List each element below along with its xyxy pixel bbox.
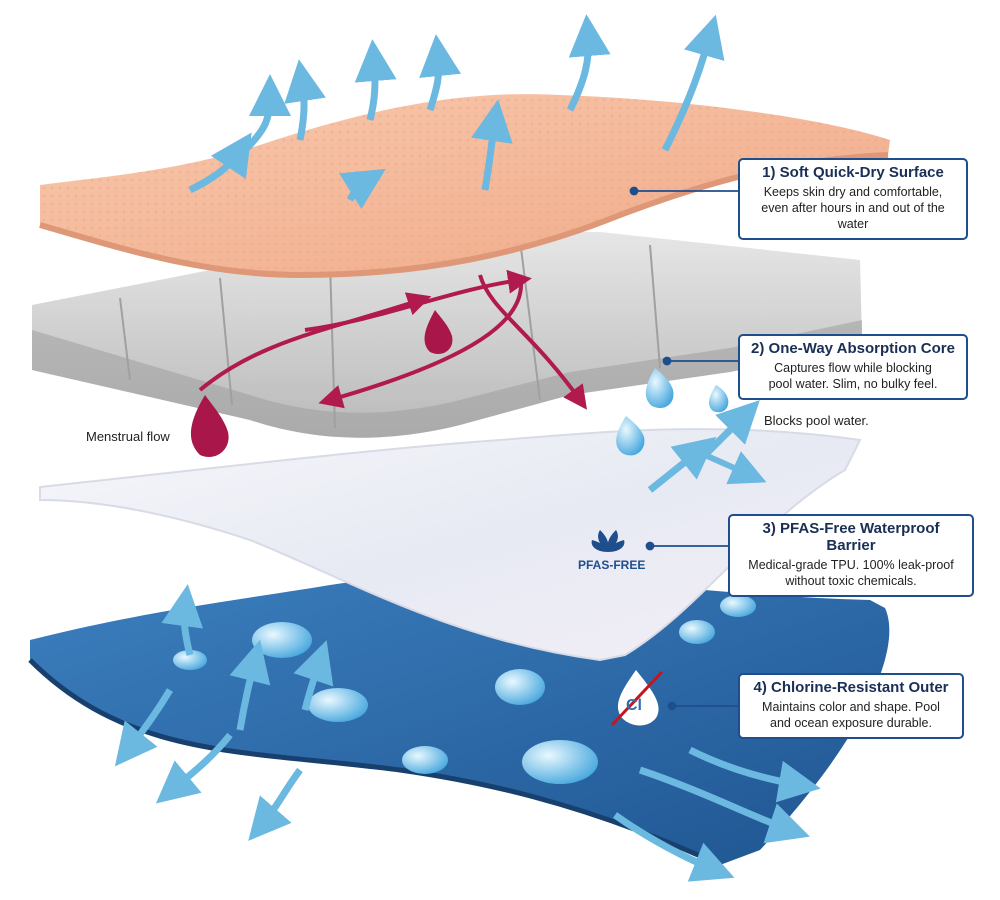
callout-desc-line: and ocean exposure durable. <box>770 716 932 730</box>
callout-title: 3) PFAS-Free Waterproof Barrier <box>762 520 940 554</box>
airflow-arrow-icon <box>188 14 725 209</box>
surface-mesh <box>40 94 890 275</box>
callout-waterproof-barrier: 3) PFAS-Free Waterproof Barrier Medical-… <box>728 514 974 597</box>
core-layer-front <box>32 320 862 438</box>
flow-drop <box>424 310 453 355</box>
callout-desc-line: even after hours in and out of the water <box>761 201 945 231</box>
callout-soft-surface: 1) Soft Quick-Dry Surface Keeps skin dry… <box>738 158 968 240</box>
callout-title: 2) One-Way Absorption Core <box>751 340 955 357</box>
callout-desc-line: Medical-grade TPU. 100% leak-proof <box>748 558 954 572</box>
callout-desc-line: pool water. Slim, no bulky feel. <box>768 377 938 391</box>
leader-lines <box>629 186 738 711</box>
water-drop-icon <box>616 368 729 456</box>
callout-desc-line: without toxic chemicals. <box>785 574 917 588</box>
callout-desc-line: Keeps skin dry and comfortable, <box>763 185 943 199</box>
chlorine-symbol: Cl <box>626 697 642 714</box>
callout-desc-line: Maintains color and shape. Pool <box>762 700 940 714</box>
callout-title: 1) Soft Quick-Dry Surface <box>762 164 944 181</box>
flow-drop <box>190 395 229 458</box>
pfas-free-badge: PFAS-FREE <box>578 558 646 572</box>
callout-title: 4) Chlorine-Resistant Outer <box>753 679 949 696</box>
leaf-icon <box>591 530 625 552</box>
menstrual-flow-label: Menstrual flow <box>86 429 170 444</box>
callout-absorption-core: 2) One-Way Absorption Core Captures flow… <box>738 334 968 400</box>
callout-desc-line: Captures flow while blocking <box>774 361 932 375</box>
blocks-pool-water-label: Blocks pool water. <box>764 413 869 428</box>
airflow-arrow-icon <box>114 584 821 882</box>
no-chlorine-icon <box>610 670 664 727</box>
callout-chlorine-outer: 4) Chlorine-Resistant Outer Maintains co… <box>738 673 964 739</box>
